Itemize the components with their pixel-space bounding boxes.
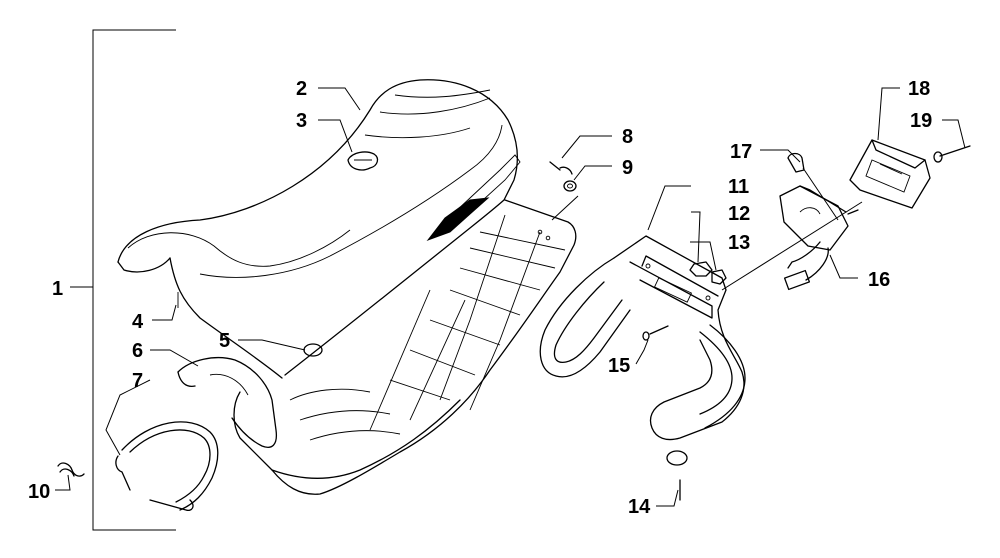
taillight-housing (779, 185, 859, 291)
screw-19 (933, 145, 971, 163)
seat-base (233, 199, 577, 495)
callout-13: 13 (728, 232, 750, 254)
callout-4: 4 (132, 311, 144, 333)
callout-3: 3 (296, 110, 307, 132)
callout-15: 15 (608, 355, 630, 377)
callout-8: 8 (622, 126, 633, 148)
callout-16: 16 (868, 269, 890, 291)
callout-1: 1 (52, 278, 63, 300)
leader-lines (55, 87, 966, 507)
seat-assembly (117, 79, 521, 379)
callout-18: 18 (908, 78, 930, 100)
callout-19: 19 (910, 110, 932, 132)
screw-and-grommet (549, 161, 577, 192)
taillight-lens (849, 139, 931, 209)
callout-14: 14 (628, 496, 651, 518)
retaining-strap (115, 421, 219, 512)
callout-11: 11 (728, 176, 749, 198)
callout-7: 7 (132, 370, 143, 392)
washer-and-bolt (666, 450, 688, 501)
callout-10: 10 (28, 481, 50, 503)
callout-17: 17 (730, 141, 752, 163)
bulb (787, 152, 805, 173)
callout-9: 9 (622, 157, 633, 179)
storage-shell (177, 357, 278, 448)
grab-rack (539, 235, 746, 441)
assembly-bracket (70, 29, 176, 531)
callout-2: 2 (296, 78, 307, 100)
callout-6: 6 (132, 340, 143, 362)
callout-5: 5 (219, 330, 230, 352)
callout-12: 12 (728, 203, 750, 225)
nuts (689, 261, 727, 285)
screw-15 (642, 325, 669, 341)
callout-labels: 1 2 3 4 5 6 7 8 9 10 11 12 13 14 15 16 1… (28, 78, 932, 518)
spring-clip (57, 462, 85, 477)
